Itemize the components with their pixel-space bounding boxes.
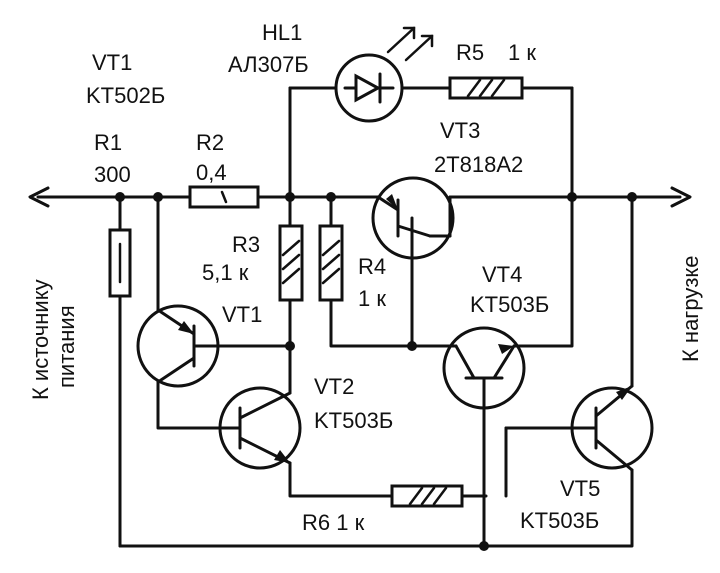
junction-dots [115,192,637,551]
r4-bottom-wire [329,298,414,348]
resistor-r1 [108,195,132,548]
resistor-r4 [318,224,344,302]
left-arrow-icon [28,186,50,208]
r3-value-label: 5,1 к [202,260,249,285]
top-branch-wires [288,86,574,199]
source-label-line1: К источнику [28,279,53,400]
vt5-ref-label: VT5 [560,476,600,501]
transistor-vt1 [136,304,292,388]
load-label: К нагрузке [678,255,703,362]
resistor-r5 [448,76,524,100]
transistor-vt2 [218,386,302,470]
r3-ref-label: R3 [232,232,260,257]
vt4-collector-wire [512,195,574,348]
r1-value-label: 300 [94,162,131,187]
r6-label: R6 1 к [302,510,365,535]
vt4-type-label: KT503Б [470,292,549,317]
resistor-r6 [390,484,464,508]
vt3-type-label: 2T818A2 [434,152,523,177]
r4-value-label: 1 к [358,286,386,311]
vt4-ref-label: VT4 [482,262,522,287]
r2-value-label: 0,4 [196,160,227,185]
transistor-vt4 [410,326,526,410]
r5-value-label: 1 к [508,40,536,65]
transistor-vt5 [504,384,654,472]
source-label-line2: питания [54,305,79,388]
hl1-ref-label: HL1 [262,20,302,45]
vt2-type-label: KT503Б [314,408,393,433]
vt1-type-label: KT502Б [86,83,165,108]
transistor-vt3 [371,176,455,260]
hl1-type-label: АЛ307Б [228,52,309,77]
right-arrow-icon [670,186,692,208]
vt5-type-label: KT503Б [520,508,599,533]
vt2-ref-label: VT2 [314,374,354,399]
r2-ref-label: R2 [196,130,224,155]
resistor-r2 [188,185,260,209]
vt5-emitter-wire [118,468,634,548]
r4-ref-label: R4 [358,254,386,279]
vt1-ref-label: VT1 [92,50,132,75]
vt2-emitter-wire [288,461,394,498]
vt1-collector-wire [156,380,224,430]
vt3-ref-label: VT3 [440,118,480,143]
vt1-near-label: VT1 [222,302,262,327]
resistor-r3 [278,224,304,302]
led-hl1 [334,53,404,123]
r5-ref-label: R5 [456,40,484,65]
light-arrows-icon [386,26,434,62]
r1-ref-label: R1 [94,130,122,155]
